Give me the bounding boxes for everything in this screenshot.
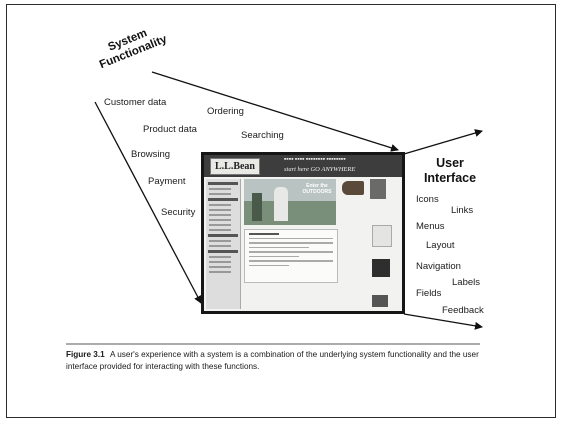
- website-tagline: start here GO ANYWHERE: [284, 166, 356, 173]
- label-icons: Icons: [416, 194, 439, 205]
- label-security: Security: [161, 207, 196, 218]
- website-hero-image: Enter the OUTDOORS: [244, 179, 336, 225]
- product-jacket-image: [372, 259, 390, 277]
- figure-caption: Figure 3.1 A user's experience with a sy…: [66, 349, 486, 373]
- label-payment: Payment: [148, 176, 186, 187]
- website-page: L.L.Bean ■■■■ ■■■■ ■■■■■■■■ ■■■■■■■■ sta…: [204, 155, 402, 311]
- label-ordering: Ordering: [207, 106, 244, 117]
- label-browsing: Browsing: [131, 149, 171, 160]
- arrow-to-screen-top: [151, 71, 399, 152]
- website-left-nav: [206, 179, 241, 309]
- figure-caption-text: A user's experience with a system is a c…: [66, 350, 479, 371]
- website-screenshot: L.L.Bean ■■■■ ■■■■ ■■■■■■■■ ■■■■■■■■ sta…: [201, 152, 405, 314]
- user-interface-title: User Interface: [423, 156, 477, 185]
- label-menus: Menus: [416, 221, 445, 232]
- arrow-to-ui-bottom: [403, 313, 483, 330]
- label-fields: Fields: [416, 288, 442, 299]
- website-text-box: [244, 229, 338, 283]
- website-header: L.L.Bean ■■■■ ■■■■ ■■■■■■■■ ■■■■■■■■ sta…: [204, 155, 402, 177]
- hero-text: Enter the OUTDOORS: [302, 183, 332, 195]
- product-thumb-image: [372, 295, 388, 307]
- product-shoe-image: [342, 181, 364, 195]
- product-shirt-image: [372, 225, 392, 247]
- arrow-to-screen-bottom: [94, 101, 202, 304]
- label-searching: Searching: [241, 130, 284, 141]
- label-labels: Labels: [452, 277, 480, 288]
- label-links: Links: [451, 205, 474, 216]
- figure-label: Figure 3.1: [66, 350, 105, 359]
- label-navigation: Navigation: [416, 261, 461, 272]
- label-product-data: Product data: [143, 124, 197, 135]
- product-chair-image: [370, 179, 386, 199]
- label-layout: Layout: [426, 240, 455, 251]
- label-feedback: Feedback: [442, 305, 484, 316]
- website-nav-tabs: ■■■■ ■■■■ ■■■■■■■■ ■■■■■■■■: [284, 157, 346, 161]
- label-customer-data: Customer data: [104, 97, 167, 108]
- arrow-to-ui-top: [403, 129, 483, 155]
- llbean-logo: L.L.Bean: [210, 158, 260, 175]
